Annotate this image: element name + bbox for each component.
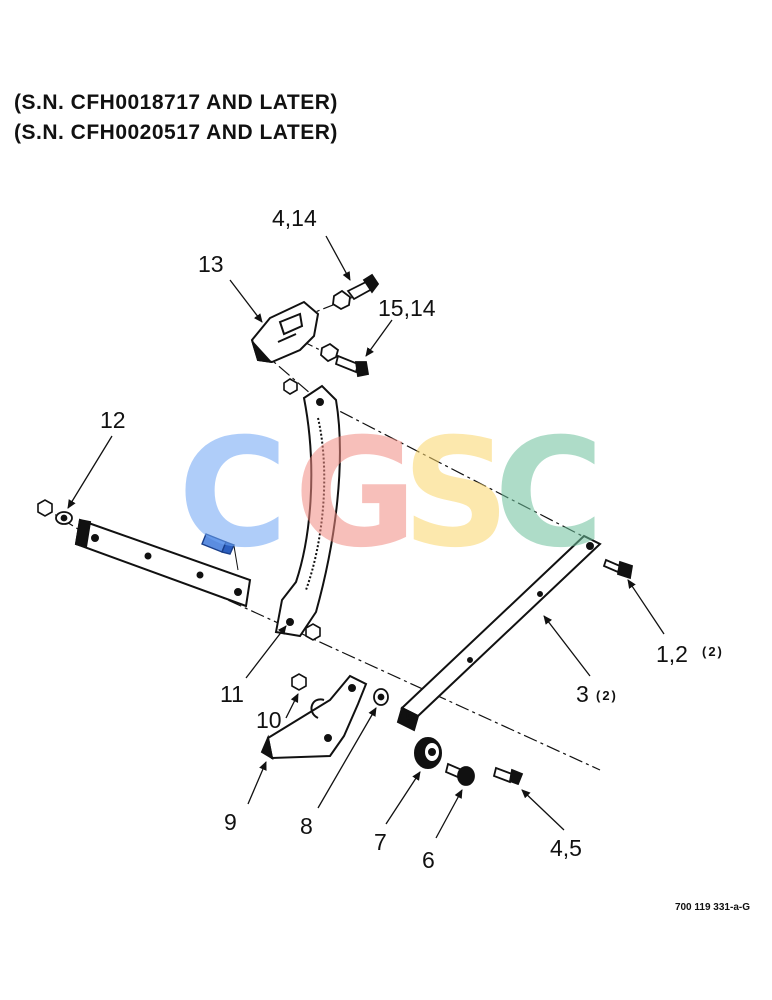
serial-number-notes: (S.N. CFH0018717 AND LATER) (S.N. CFH002… bbox=[14, 88, 338, 148]
serial-note-line-2: (S.N. CFH0020517 AND LATER) bbox=[14, 121, 338, 144]
callout-15-14: 15,14 bbox=[378, 295, 436, 321]
callout-3: 3 bbox=[576, 681, 589, 707]
callout-8: 8 bbox=[300, 813, 313, 839]
bolt-part-4-5 bbox=[492, 766, 524, 786]
figure-reference-code: 700 119 331-a-G bbox=[674, 902, 750, 913]
nut-top-of-bracket bbox=[283, 378, 298, 395]
callout-9: 9 bbox=[224, 809, 237, 835]
bolt-part-1-2 bbox=[602, 558, 634, 580]
watermark-letter-c2: C bbox=[494, 407, 604, 581]
bolt-4-14-upper bbox=[332, 273, 380, 311]
watermark-letter-g: G bbox=[294, 407, 417, 581]
leader-lines bbox=[67, 235, 665, 839]
callout-3-qty: (2) bbox=[596, 688, 618, 703]
clamp-block-part-13 bbox=[250, 300, 320, 364]
spacer-part-8 bbox=[373, 688, 389, 706]
blue-bolt-highlight bbox=[201, 533, 235, 555]
nut-part-10 bbox=[291, 673, 307, 691]
callout-1-2-qty: (2) bbox=[702, 644, 724, 659]
callout-labels: 4,14 13 15,14 12 1,2 (2) 3 (2) 11 10 9 8… bbox=[100, 205, 724, 873]
roller-part-7 bbox=[414, 737, 442, 769]
cgsc-watermark: C G S C bbox=[178, 407, 604, 581]
callout-12: 12 bbox=[100, 407, 126, 433]
nut-bottom-of-bracket bbox=[305, 623, 321, 641]
washer-part-12 bbox=[55, 511, 73, 525]
callout-7: 7 bbox=[374, 829, 387, 855]
callout-1-2: 1,2 bbox=[656, 641, 688, 667]
bolt-15-14-lower bbox=[320, 342, 370, 378]
curved-bracket-part-11 bbox=[274, 384, 341, 638]
nut-part-12 bbox=[37, 499, 53, 517]
serial-note-line-1: (S.N. CFH0018717 AND LATER) bbox=[14, 91, 338, 114]
callout-10: 10 bbox=[256, 707, 282, 733]
watermark-letter-s: S bbox=[402, 407, 510, 581]
long-bar-part-3 bbox=[396, 534, 602, 732]
bracket-plate-part-9 bbox=[260, 674, 368, 761]
callout-13: 13 bbox=[198, 251, 224, 277]
callout-4-5: 4,5 bbox=[550, 835, 582, 861]
watermark-letter-c1: C bbox=[178, 407, 288, 581]
flat-bar-left bbox=[74, 518, 252, 608]
callout-11: 11 bbox=[220, 681, 244, 707]
callout-4-14-top: 4,14 bbox=[272, 205, 317, 231]
callout-6: 6 bbox=[422, 847, 435, 873]
shoulder-bolt-part-6 bbox=[444, 762, 475, 786]
